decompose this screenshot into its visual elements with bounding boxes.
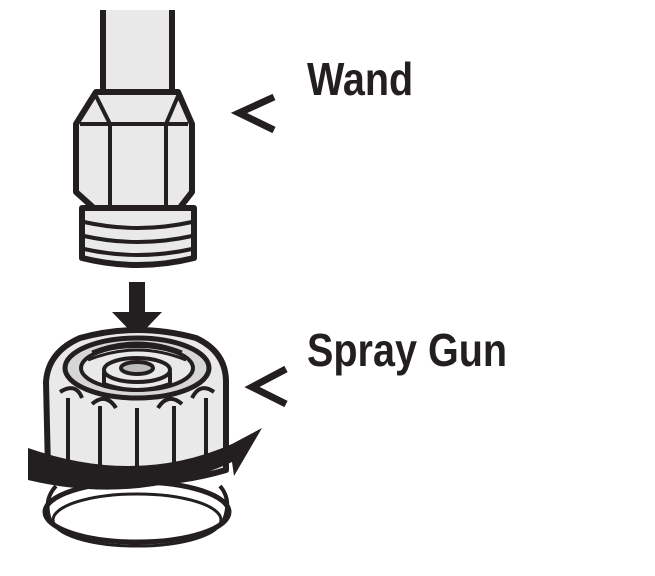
rotate-arrow-icon [28, 428, 262, 490]
down-arrow-icon [112, 282, 162, 338]
spray-gun-label: Spray Gun [307, 324, 508, 376]
spray-gun-pointer-icon [244, 365, 288, 408]
wand-label: Wand [307, 53, 414, 105]
wand-pipe [100, 10, 175, 103]
wand-pointer-icon [230, 93, 276, 134]
spray-gun-coupler [42, 327, 232, 548]
wand-threaded-tip [79, 205, 197, 268]
wand-hex-nut [73, 89, 195, 213]
